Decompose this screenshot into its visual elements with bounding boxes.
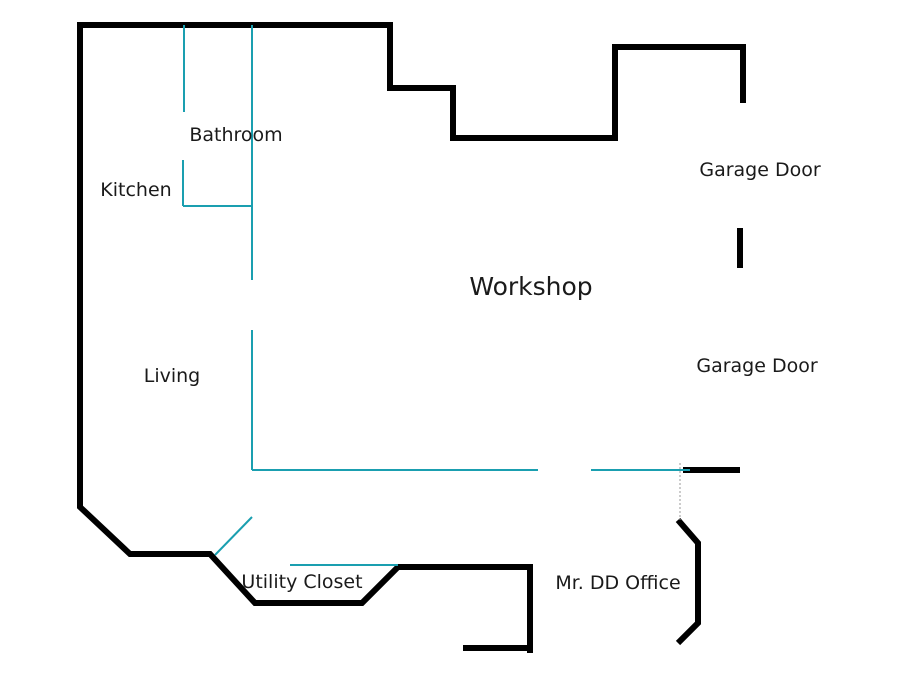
garage-door-label-lower: Garage Door	[696, 355, 817, 377]
utility-closet-label: Utility Closet	[241, 571, 362, 593]
kitchen-label: Kitchen	[100, 179, 171, 201]
living-label: Living	[144, 365, 201, 387]
exterior-wall-main	[77, 22, 746, 653]
office-label: Mr. DD Office	[555, 572, 680, 594]
utility-closet-door-partition	[214, 516, 253, 556]
bathroom-label: Bathroom	[189, 124, 282, 146]
office-right-wall	[675, 518, 701, 646]
garage-door-label-upper: Garage Door	[699, 159, 820, 181]
workshop-label: Workshop	[469, 272, 592, 301]
